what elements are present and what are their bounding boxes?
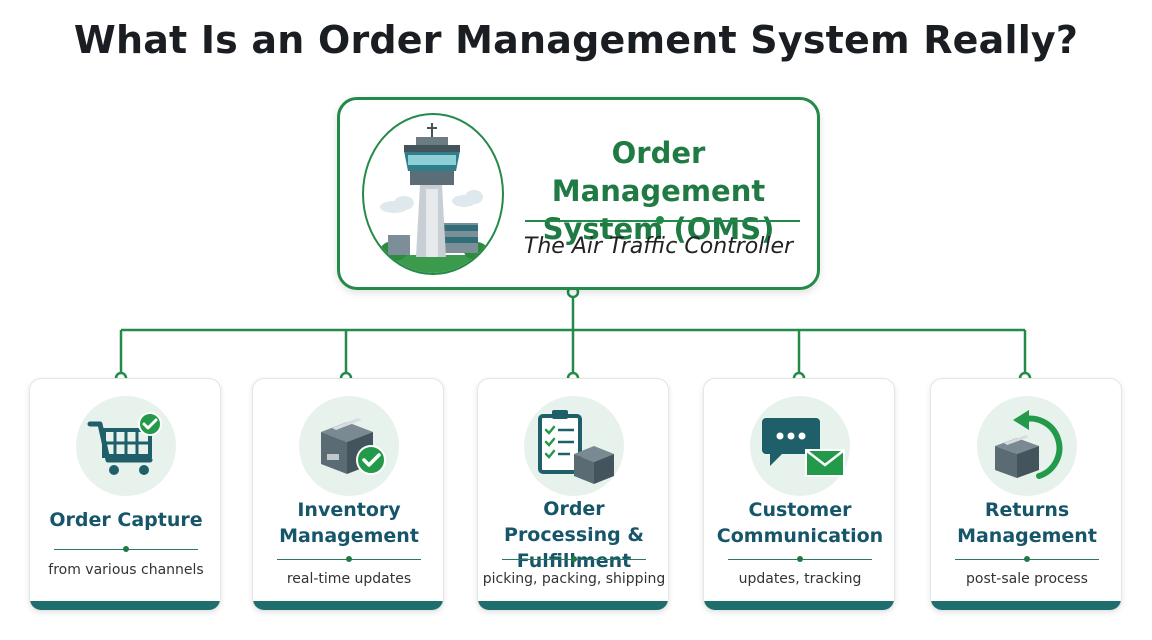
icon-badge (524, 396, 624, 496)
card-customer-communication: Customer Communication updates, tracking (703, 378, 895, 611)
card-accent-bar (478, 601, 668, 610)
card-order-capture: Order Capture from various channels (29, 378, 221, 611)
clipboard-box-icon (538, 410, 614, 484)
card-divider-dot (797, 556, 803, 562)
card-accent-bar (931, 601, 1121, 610)
hub-divider-dot (656, 216, 664, 224)
card-divider-dot (1024, 556, 1030, 562)
card-subtitle: updates, tracking (738, 571, 862, 587)
chat-mail-icon (762, 418, 845, 477)
card-title: Returns Management (957, 499, 1097, 547)
card-title: Order Capture (49, 509, 203, 531)
card-title: Customer Communication (716, 499, 884, 547)
card-order-processing-fulfillment: Order Processing & Fulfillment picking, … (477, 378, 669, 611)
icon-badge (977, 396, 1077, 496)
card-divider-dot (123, 546, 129, 552)
card-accent-bar (704, 601, 894, 610)
card-title: Inventory Management (279, 499, 419, 547)
air-traffic-control-tower-icon (362, 113, 504, 275)
card-subtitle: picking, packing, shipping (482, 571, 666, 587)
card-accent-bar (253, 601, 443, 610)
icon-badge (76, 396, 176, 496)
card-divider-dot (346, 556, 352, 562)
icon-badge (750, 396, 850, 496)
hub-title: Order Management System (OMS) (542, 136, 775, 246)
box-return-icon (995, 410, 1063, 479)
oms-hub-box: Order Management System (OMS) The Air Tr… (337, 97, 820, 290)
card-subtitle: real-time updates (286, 571, 412, 587)
card-divider-dot (571, 556, 577, 562)
icon-badge (299, 396, 399, 496)
card-subtitle: post-sale process (966, 571, 1088, 587)
card-inventory-management: Inventory Management real-time updates (252, 378, 444, 611)
page-title: What Is an Order Management System Reall… (73, 18, 1079, 62)
hub-subtitle: The Air Traffic Controller (523, 234, 794, 259)
card-accent-bar (30, 601, 220, 610)
shopping-cart-check-icon (87, 412, 162, 475)
card-subtitle: from various channels (48, 562, 204, 578)
card-title: Order Processing & Fulfillment (504, 498, 644, 572)
card-returns-management: Returns Management post-sale process (930, 378, 1122, 611)
box-check-icon (321, 418, 386, 475)
